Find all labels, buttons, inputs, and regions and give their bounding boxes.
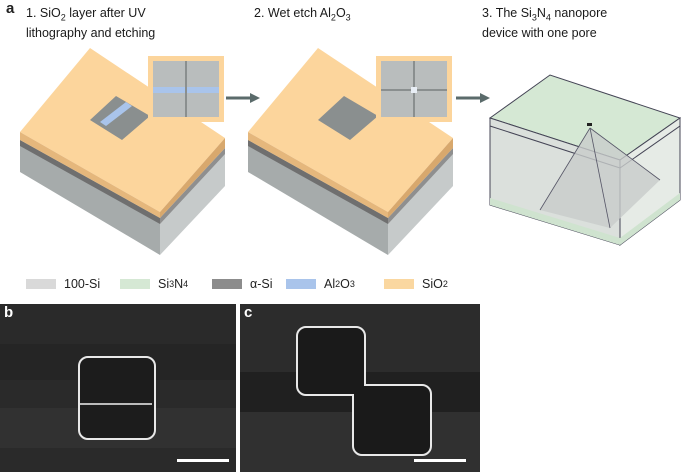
step-3-caption: 3. The Si3N4 nanopore device with one po… [482,6,608,40]
legend-item-100si: 100-Si [26,277,100,291]
device-2-window [318,96,378,140]
panel-b-letter: b [4,304,14,321]
legend-swatch [120,279,150,289]
sem-image-c [240,304,480,472]
device-1-right-face [160,148,225,255]
device-1-left-face [20,140,160,255]
sem-b-scale-bar [177,459,229,462]
panel-c-letter: c [244,304,253,321]
step-2-caption: 2. Wet etch Al2O3 [254,6,351,23]
sem-c-lower-window [352,384,432,456]
legend-swatch [384,279,414,289]
legend-swatch [212,279,242,289]
legend-swatch [286,279,316,289]
device-2-right-face [388,148,453,255]
step-1-caption: 1. SiO2 layer after UV lithography and e… [26,6,156,40]
sem-image-b [0,304,236,472]
nanopore-mark [587,123,592,126]
device-2-left-face [248,140,388,255]
legend-item-asi: α-Si [212,277,273,291]
panel-a-letter: a [6,0,15,17]
sem-c-scale-bar [414,459,466,462]
sem-b-square-window [78,356,156,440]
device-1-window [90,96,150,140]
legend-swatch [26,279,56,289]
